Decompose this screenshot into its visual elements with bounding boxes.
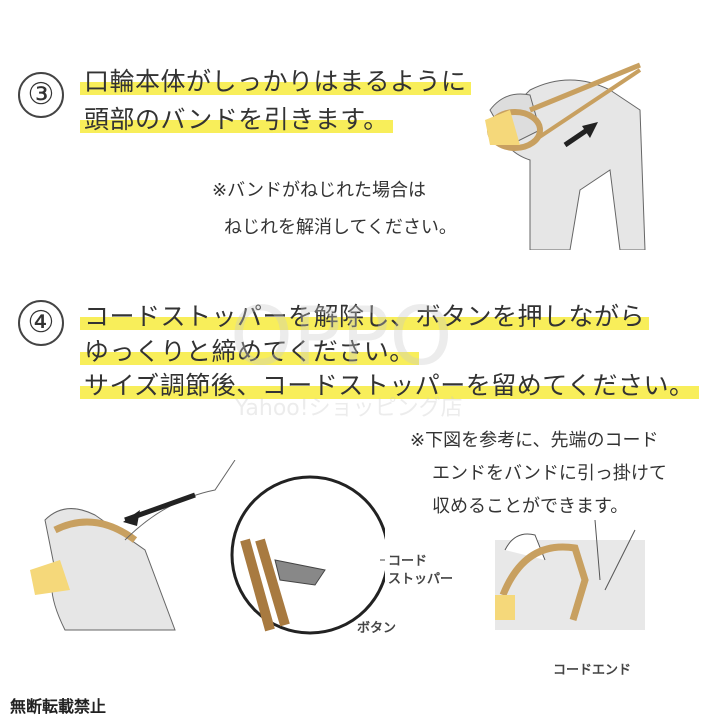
footer-no-reproduction: 無断転載禁止 (10, 697, 107, 716)
step-3-line-1: 口輪本体がしっかりはまるように (80, 62, 471, 98)
step-4-note-3: 収めることができます。 (432, 496, 629, 517)
label-cord-stopper: コードストッパー (388, 554, 454, 587)
step-3-note-2: ねじれを解消してください。 (224, 217, 457, 238)
step-4-number: ④ (18, 300, 64, 346)
step-3-note-1: ※バンドがねじれた場合は (212, 180, 426, 201)
step-4-line-3: サイズ調節後、コードストッパーを留めてください。 (80, 366, 699, 402)
step-4-note-1: ※下図を参考に、先端のコード (410, 430, 659, 451)
label-cord-end: コードエンド (553, 663, 632, 678)
cord-stopper-illustration (30, 460, 385, 635)
step-4-note-2: エンドをバンドに引っ掛けて (432, 463, 667, 484)
step-4-line-2: ゆっくりと締めてください。 (80, 332, 419, 368)
step-3-line-2: 頭部のバンドを引きます。 (80, 100, 393, 136)
label-button: ボタン (357, 621, 397, 636)
step-3-number: ③ (18, 72, 64, 118)
dog-head-band-illustration (485, 62, 646, 250)
step-4-line-1: コードストッパーを解除し、ボタンを押しながら (80, 297, 650, 333)
cord-end-illustration (495, 520, 645, 630)
watermark-brand: OPPO (230, 290, 453, 383)
watermark-store: Yahoo!ショッピング店 (235, 396, 463, 421)
